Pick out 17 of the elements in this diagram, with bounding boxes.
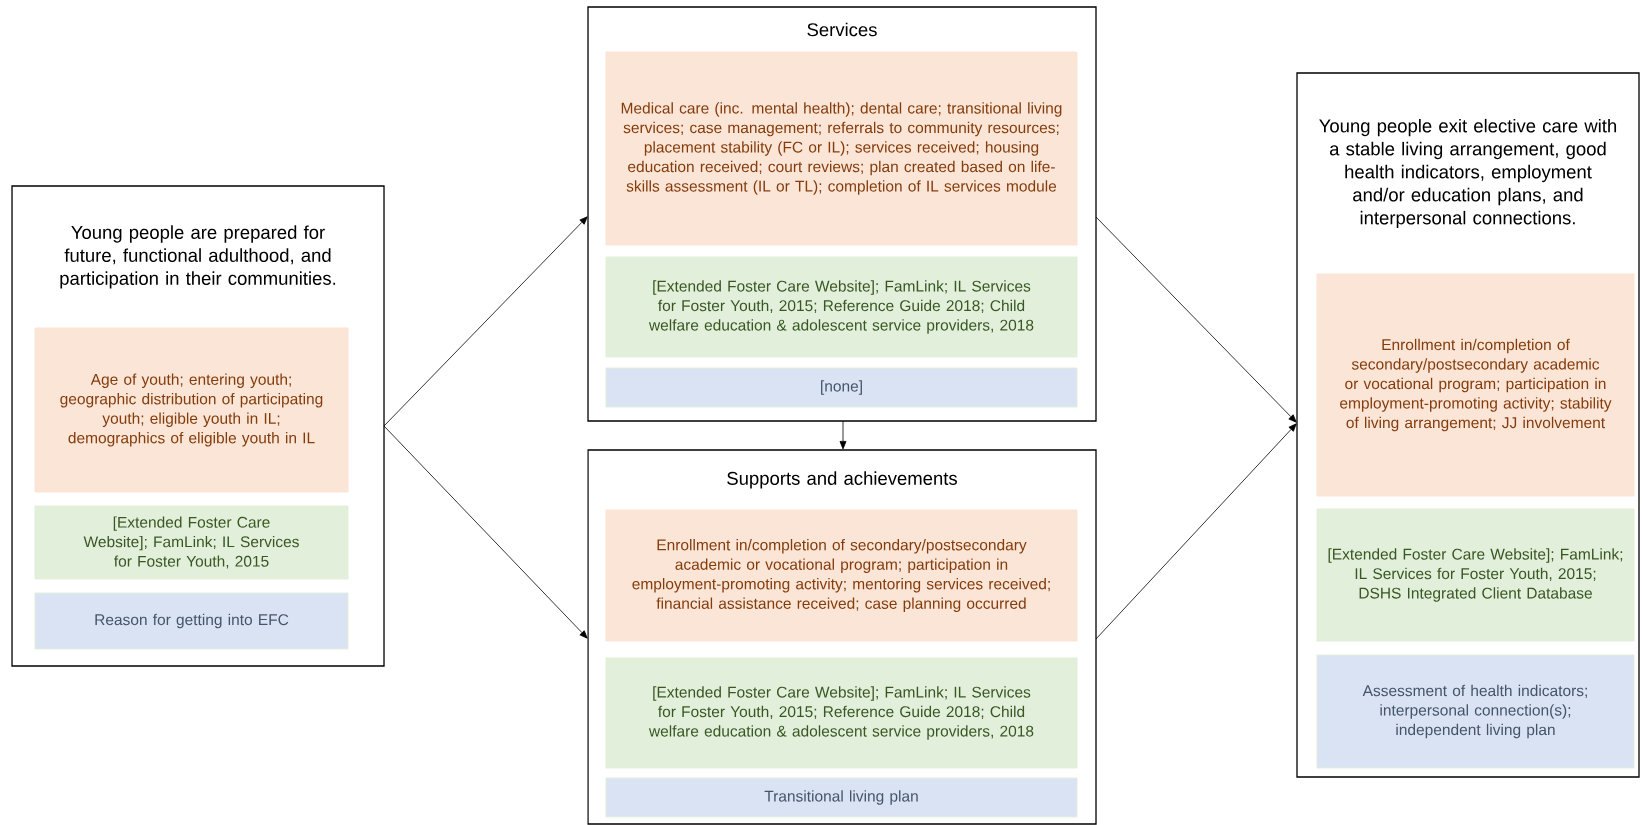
measure-box: Assessment of health indicators; interpersonal connection(s); independent living plan bbox=[1316, 654, 1635, 769]
source-box: [Extended Foster Care Website]; FamLink; IL Services for Foster Youth, 2015; Reference Guide 2018; Child welfare education & adolescent service providers, 2018 bbox=[605, 256, 1078, 358]
data-box: Enrollment in/completion of secondary/postsecondary academic or vocational program; participation in employment-promoting activity; stability of living arrangement; JJ involvement bbox=[1316, 273, 1635, 497]
data-box: Enrollment in/completion of secondary/postsecondary academic or vocational program; participation in employment-promoting activity; mentoring services received; financial assistance received; case planning occurred bbox=[605, 509, 1078, 642]
source-box: [Extended Foster Care Website]; FamLink; IL Services for Foster Youth, 2015; Reference Guide 2018; Child welfare education & adolescent service providers, 2018 bbox=[605, 657, 1078, 769]
data-box: Age of youth; entering youth; geographic distribution of participating youth; eligible youth in IL; demographics of eligible youth in IL bbox=[34, 327, 349, 493]
measure-box: Transitional living plan bbox=[605, 777, 1078, 818]
source-box: [Extended Foster Care Website]; FamLink; IL Services for Foster Youth, 2015 bbox=[34, 505, 349, 580]
source-box: [Extended Foster Care Website]; FamLink; IL Services for Foster Youth, 2015; DSHS Integrated Client Database bbox=[1316, 508, 1635, 642]
measure-box: Reason for getting into EFC bbox=[34, 592, 349, 650]
arrow bbox=[839, 420, 847, 450]
arrow bbox=[1095, 216, 1297, 423]
arrow bbox=[1095, 423, 1297, 640]
data-box: Medical care (inc. mental health); dental care; transitional living services; case management; referrals to community resources; placement stability (FC or IL); services received; housing education received; court reviews; plan created based on life-skills assessment (IL or TL); completion of IL services module bbox=[605, 51, 1078, 246]
arrow bbox=[383, 216, 588, 427]
arrow bbox=[383, 425, 588, 639]
measure-box: [none] bbox=[605, 367, 1078, 408]
